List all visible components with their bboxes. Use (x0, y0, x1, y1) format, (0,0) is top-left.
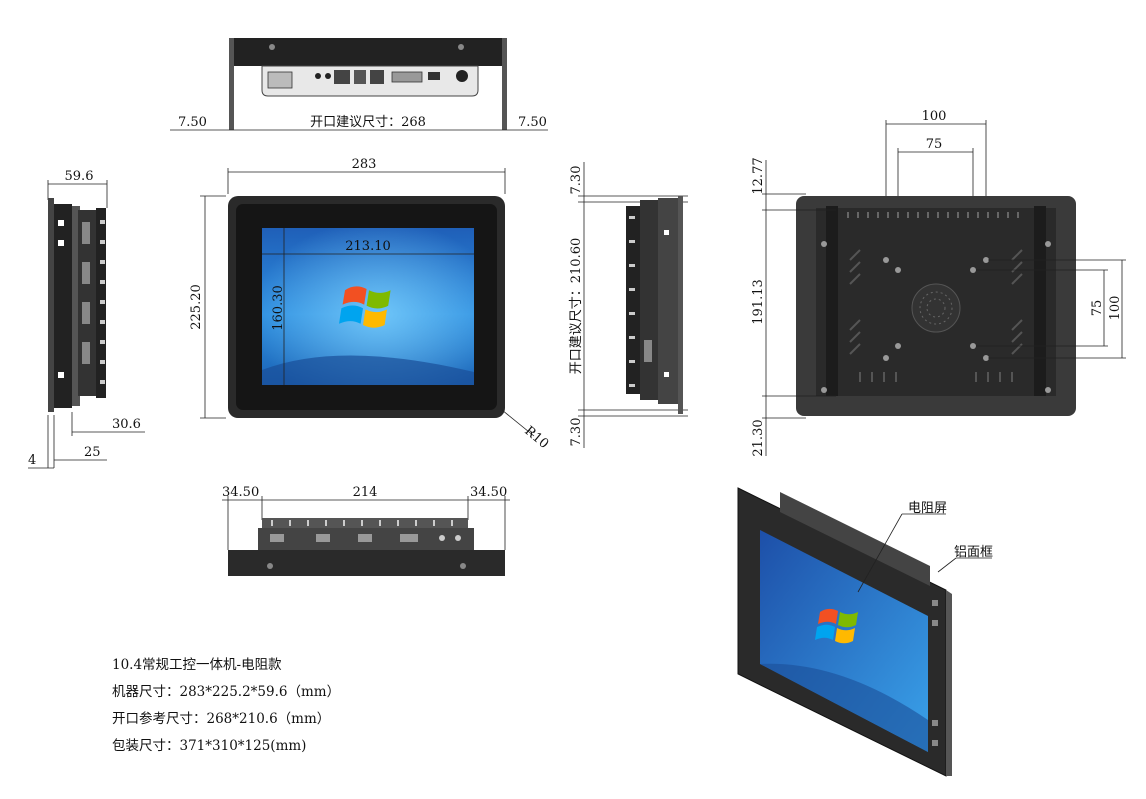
dim-vesa-75: 75 (926, 137, 943, 152)
spec-cutout-size: 开口参考尺寸：268*210.6（mm） (112, 711, 331, 727)
right-side-view: 7.30 开口建议尺寸：210.60 7.30 (569, 162, 688, 448)
dim-top-center: 开口建议尺寸：268 (310, 115, 426, 130)
perspective-view: 电阻屏 铝面框 (737, 487, 993, 777)
lan-port-icon (334, 70, 350, 84)
power-jack-icon (456, 70, 468, 82)
top-view-left-flange (229, 38, 234, 130)
top-view: 7.50 开口建议尺寸：268 7.50 (170, 38, 548, 131)
label-frame-material: 铝面框 (954, 545, 993, 560)
dim-back-mid: 191.13 (751, 279, 766, 325)
dim-back-bottom-offset: 21.30 (751, 419, 766, 456)
top-view-right-flange (502, 38, 507, 130)
top-view-body (234, 38, 502, 66)
dim-screen-width: 213.10 (345, 239, 391, 254)
dim-side-bottom: 7.30 (569, 418, 584, 447)
left-side-view: 59.6 30.6 25 4 (28, 169, 145, 469)
dim-screen-height: 160.30 (271, 285, 286, 331)
dim-bezel: 4 (28, 453, 36, 468)
label-screen-type: 电阻屏 (908, 501, 947, 516)
dim-bottom-center: 214 (353, 485, 378, 500)
dim-bottom-right: 34.50 (470, 485, 507, 500)
dim-depth: 59.6 (65, 169, 94, 184)
dim-bottom-left: 34.50 (222, 485, 259, 500)
dim-front-width: 283 (352, 157, 377, 172)
dim-vesa-75-vertical: 75 (1090, 300, 1105, 317)
dim-vesa-100: 100 (922, 109, 947, 124)
lan-port-icon (370, 70, 384, 84)
spec-block: 10.4常规工控一体机-电阻款 机器尺寸：283*225.2*59.6（mm） … (112, 652, 340, 760)
bottom-view: 34.50 214 34.50 (222, 485, 510, 576)
dim-vesa-100-vertical: 100 (1108, 296, 1123, 321)
dim-top-right: 7.50 (518, 115, 547, 130)
dim-back-top-offset: 12.77 (751, 157, 766, 194)
dim-side-cutout: 开口建议尺寸：210.60 (569, 238, 584, 375)
back-view: 100 75 12.77 191.13 21.30 (751, 109, 1126, 457)
dim-body: 25 (84, 445, 101, 460)
dim-side-top: 7.30 (569, 166, 584, 195)
front-view: 283 225.20 213.10 160.30 R10 (189, 157, 551, 452)
dim-radius: R10 (521, 424, 551, 452)
vga-port-icon (391, 71, 423, 83)
dim-front-height: 225.20 (189, 284, 204, 330)
usb-port-icon (428, 72, 440, 80)
serial-port-icon (267, 71, 293, 89)
speaker-grille (911, 283, 961, 333)
usb-port-icon (354, 70, 366, 84)
dim-bracket: 30.6 (112, 417, 141, 432)
spec-title: 10.4常规工控一体机-电阻款 (112, 657, 282, 673)
dim-top-left: 7.50 (178, 115, 207, 130)
spec-machine-size: 机器尺寸：283*225.2*59.6（mm） (112, 684, 341, 700)
audio-port-icon (315, 73, 321, 79)
spec-package-size: 包装尺寸：371*310*125(mm) (112, 738, 307, 754)
